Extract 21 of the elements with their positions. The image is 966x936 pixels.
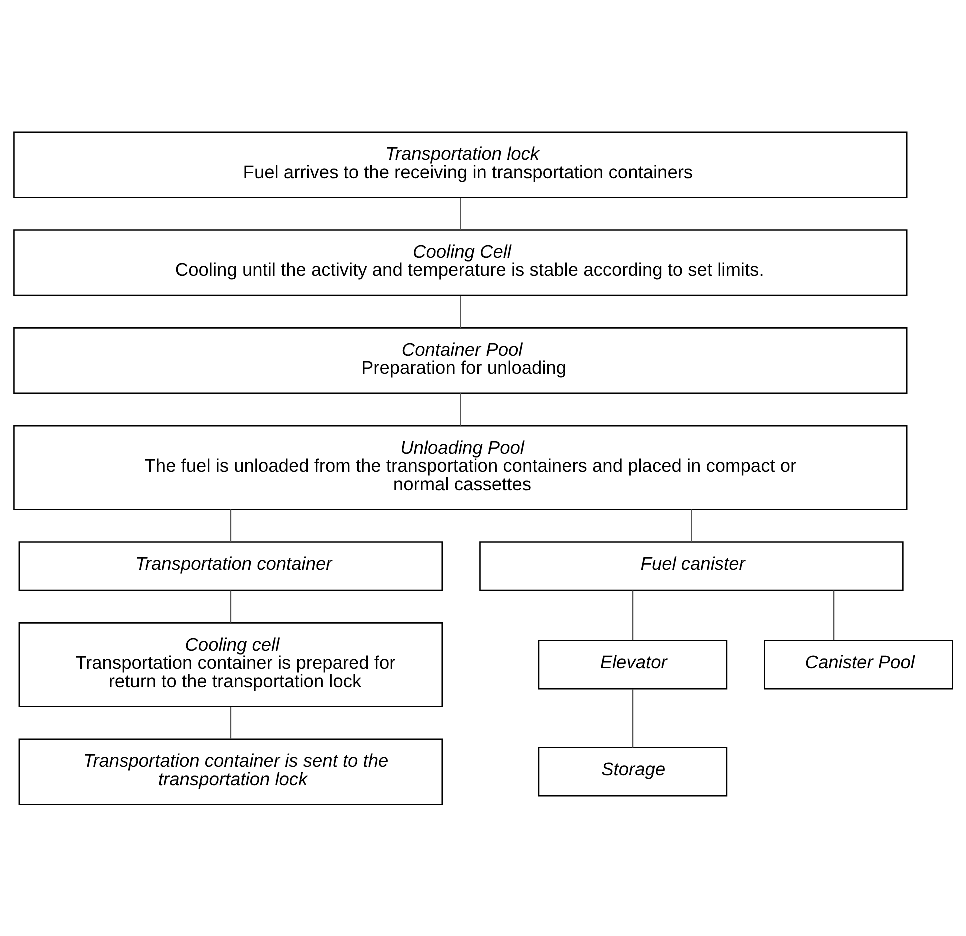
connector bbox=[230, 706, 232, 739]
node-box: Cooling cell Transportation container is prepared for return to the transportation lock bbox=[18, 622, 443, 707]
connector bbox=[460, 198, 461, 230]
node-box: Fuel canister bbox=[479, 541, 904, 591]
connector bbox=[632, 590, 634, 640]
node-box: Transportation lock Fuel arrives to the receiving in transportation containers bbox=[13, 131, 908, 198]
connector bbox=[460, 393, 461, 426]
node-box: Transportation container bbox=[18, 541, 443, 591]
node-box: Canister Pool bbox=[764, 640, 953, 690]
node-box: Storage bbox=[538, 746, 728, 796]
node-box: Elevator bbox=[538, 640, 728, 690]
node-box: Container Pool Preparation for unloading bbox=[13, 327, 908, 394]
node-box: Transportation container is sent to the transportation lock bbox=[18, 738, 443, 805]
connector bbox=[690, 509, 692, 542]
connector bbox=[632, 688, 634, 748]
node-box: Cooling Cell Cooling until the activity and temperature is stable according to set limits. bbox=[13, 229, 908, 296]
connector bbox=[832, 590, 834, 640]
node-box: Unloading Pool The fuel is unloaded from the transportation containers and placed in compact or normal cassettes bbox=[13, 424, 908, 510]
connector bbox=[230, 590, 232, 622]
connector bbox=[230, 509, 232, 542]
connector bbox=[460, 296, 461, 328]
